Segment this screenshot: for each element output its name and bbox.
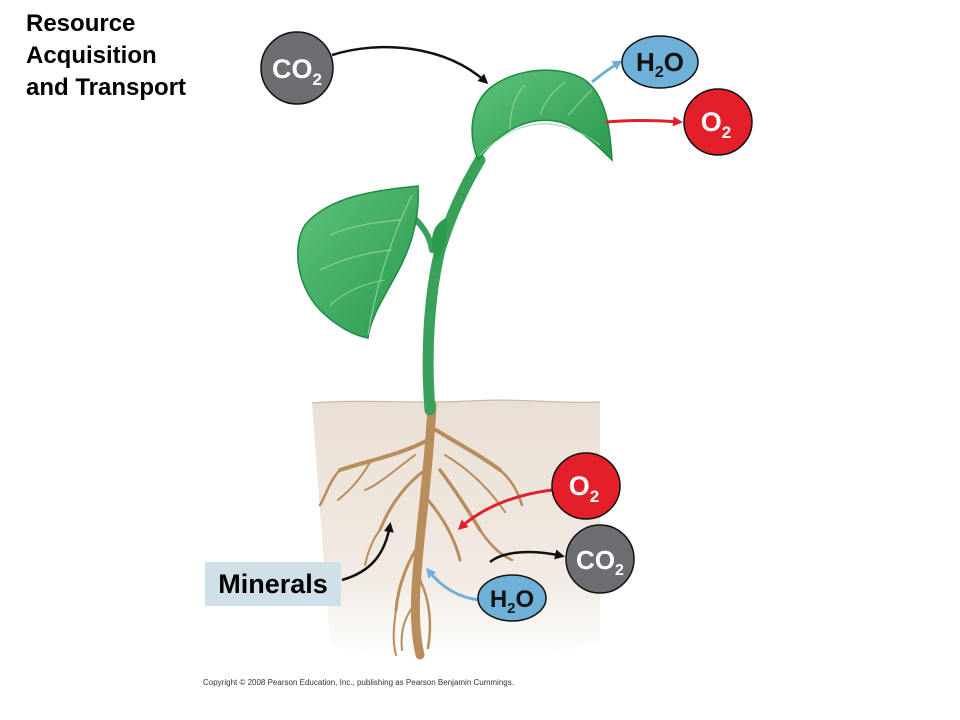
co2-badge-soil: CO2	[565, 524, 635, 594]
h2o-top-pre: H	[636, 47, 655, 77]
node-bud	[431, 218, 447, 262]
h2o-soil-sub: 2	[507, 600, 515, 617]
co2-soil-sub: 2	[615, 562, 624, 579]
co2-soil-main: CO	[576, 545, 615, 575]
stem	[422, 154, 486, 416]
diagram-title: Resource Acquisition and Transport	[26, 8, 186, 104]
co2-badge-top: CO2	[260, 31, 334, 105]
h2o-badge-soil: H2O	[477, 574, 547, 622]
svg-text:H2O: H2O	[636, 47, 684, 81]
co2-top-sub: 2	[313, 70, 322, 89]
svg-text:CO2: CO2	[272, 54, 322, 89]
leaf-left-veins	[319, 194, 413, 336]
svg-text:CO2: CO2	[576, 545, 624, 579]
co2-top-main: CO	[272, 54, 313, 84]
o2-soil-sub: 2	[590, 487, 599, 506]
h2o-top-sub: 2	[655, 64, 664, 81]
leaf-top-veins	[479, 81, 601, 156]
arrow-minerals-to-root	[341, 522, 394, 582]
leaf-top	[471, 69, 613, 162]
arrow-leaf-to-h2o	[591, 60, 623, 84]
title-line-3: and Transport	[26, 74, 187, 101]
minerals-label: Minerals	[205, 562, 341, 606]
arrow-h2o-to-root	[426, 567, 481, 602]
svg-text:O2: O2	[701, 107, 731, 142]
svg-text:H2O: H2O	[490, 586, 534, 617]
roots	[318, 400, 524, 660]
soil-surface-line	[311, 399, 601, 404]
leaf-left	[297, 185, 419, 339]
o2-soil-main: O	[569, 471, 590, 501]
soil	[312, 400, 600, 659]
o2-top-sub: 2	[722, 123, 731, 142]
title-line-1: Resource	[26, 10, 136, 37]
svg-text:O2: O2	[569, 471, 599, 506]
h2o-badge-top: H2O	[621, 35, 699, 89]
h2o-top-post: O	[664, 47, 684, 77]
h2o-soil-post: O	[516, 586, 535, 613]
arrow-leaf-to-o2	[605, 116, 683, 127]
o2-badge-top: O2	[683, 88, 753, 156]
arrow-co2-to-leaf	[331, 45, 489, 85]
arrow-root-to-co2	[489, 549, 565, 564]
title-line-2: Acquisition	[26, 42, 157, 69]
arrow-o2-to-root	[457, 488, 553, 531]
o2-top-main: O	[701, 107, 722, 137]
h2o-soil-pre: H	[490, 586, 507, 613]
copyright-notice: Copyright © 2008 Pearson Education, Inc.…	[203, 678, 514, 687]
o2-badge-soil: O2	[551, 452, 621, 520]
